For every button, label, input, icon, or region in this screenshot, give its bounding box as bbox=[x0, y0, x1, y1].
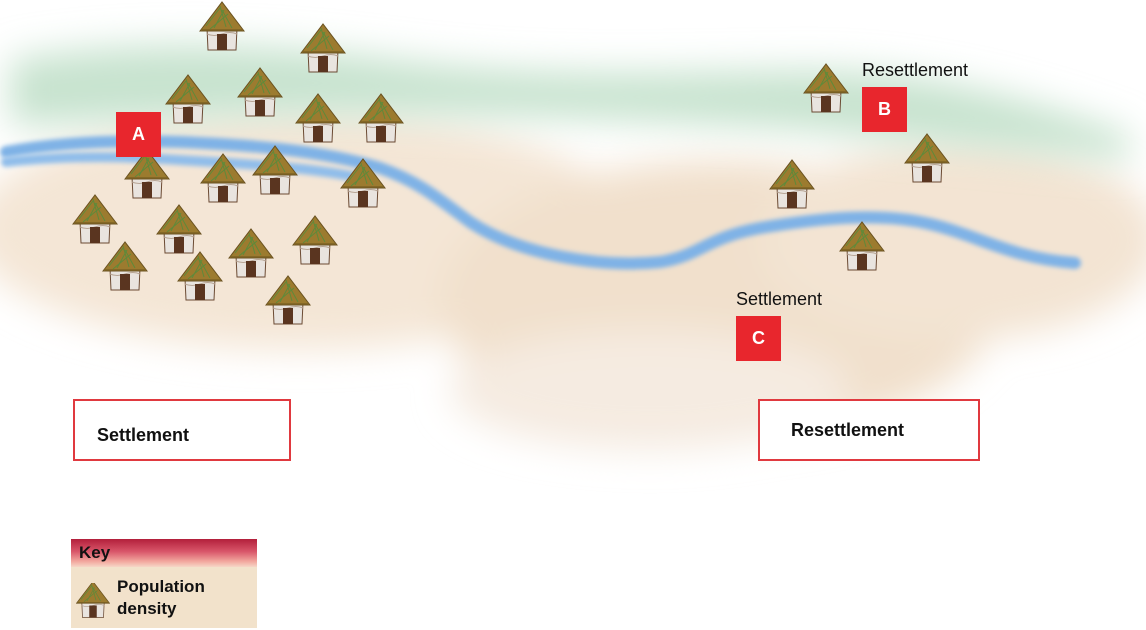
key-header: Key bbox=[71, 539, 257, 567]
grassland bbox=[10, 45, 1130, 160]
hut-icon bbox=[76, 583, 110, 619]
marker-c: C bbox=[736, 316, 781, 361]
marker-b: B bbox=[862, 87, 907, 132]
answer-box-resettlement[interactable]: Resettlement bbox=[758, 399, 980, 461]
label-settlement-c: Settlement bbox=[736, 289, 823, 309]
key-title: Key bbox=[79, 543, 111, 562]
hut-icon bbox=[199, 1, 245, 51]
answer-box-settlement[interactable]: Settlement bbox=[73, 399, 291, 461]
label-resettlement-b: Resettlement bbox=[862, 60, 969, 80]
marker-a: A bbox=[116, 112, 161, 157]
map-key: Key Population density bbox=[71, 539, 257, 628]
key-item-label: Population density bbox=[117, 577, 205, 618]
key-item: Population density bbox=[71, 567, 257, 628]
answer-box-settlement-label: Settlement bbox=[97, 424, 190, 445]
river bbox=[0, 135, 1081, 270]
answer-box-resettlement-label: Resettlement bbox=[791, 419, 905, 440]
